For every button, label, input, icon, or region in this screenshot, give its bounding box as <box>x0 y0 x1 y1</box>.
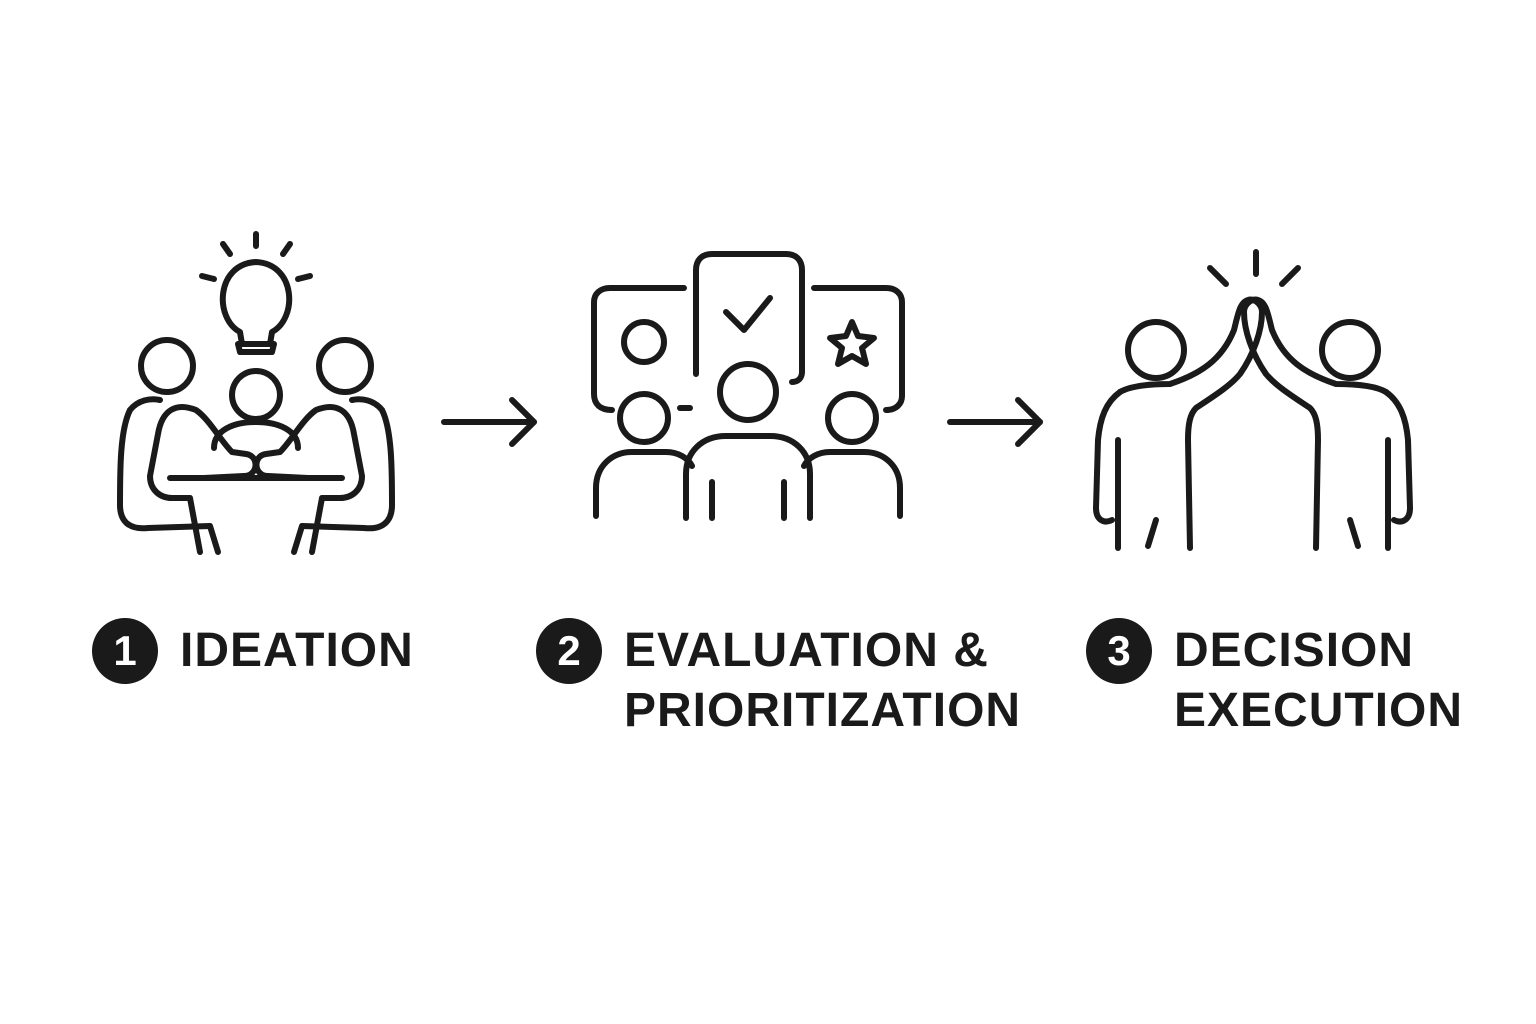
arrow-right-icon <box>441 397 537 447</box>
team-brainstorm-lightbulb-icon <box>117 231 395 555</box>
step-number-badge: 3 <box>1086 618 1152 684</box>
step-number-badge: 2 <box>536 618 602 684</box>
step-title-line: PRIORITIZATION <box>624 684 1022 737</box>
step-3-label: 3 DECISION EXECUTION <box>1086 618 1463 741</box>
high-five-icon <box>1093 249 1413 551</box>
step-title-line: DECISION <box>1174 624 1415 677</box>
step-title-line: EXECUTION <box>1174 684 1464 737</box>
step-title-line: IDEATION <box>180 624 414 677</box>
step-2-label: 2 EVALUATION & PRIORITIZATION <box>536 618 1021 741</box>
step-1-label: 1 IDEATION <box>92 618 414 684</box>
team-review-checklist-icon <box>591 251 905 521</box>
step-title: DECISION EXECUTION <box>1174 621 1463 741</box>
step-number-badge: 1 <box>92 618 158 684</box>
step-title: IDEATION <box>180 621 414 681</box>
arrow-right-icon <box>947 397 1043 447</box>
step-title-line: EVALUATION & <box>624 624 989 677</box>
step-title: EVALUATION & PRIORITIZATION <box>624 621 1021 741</box>
